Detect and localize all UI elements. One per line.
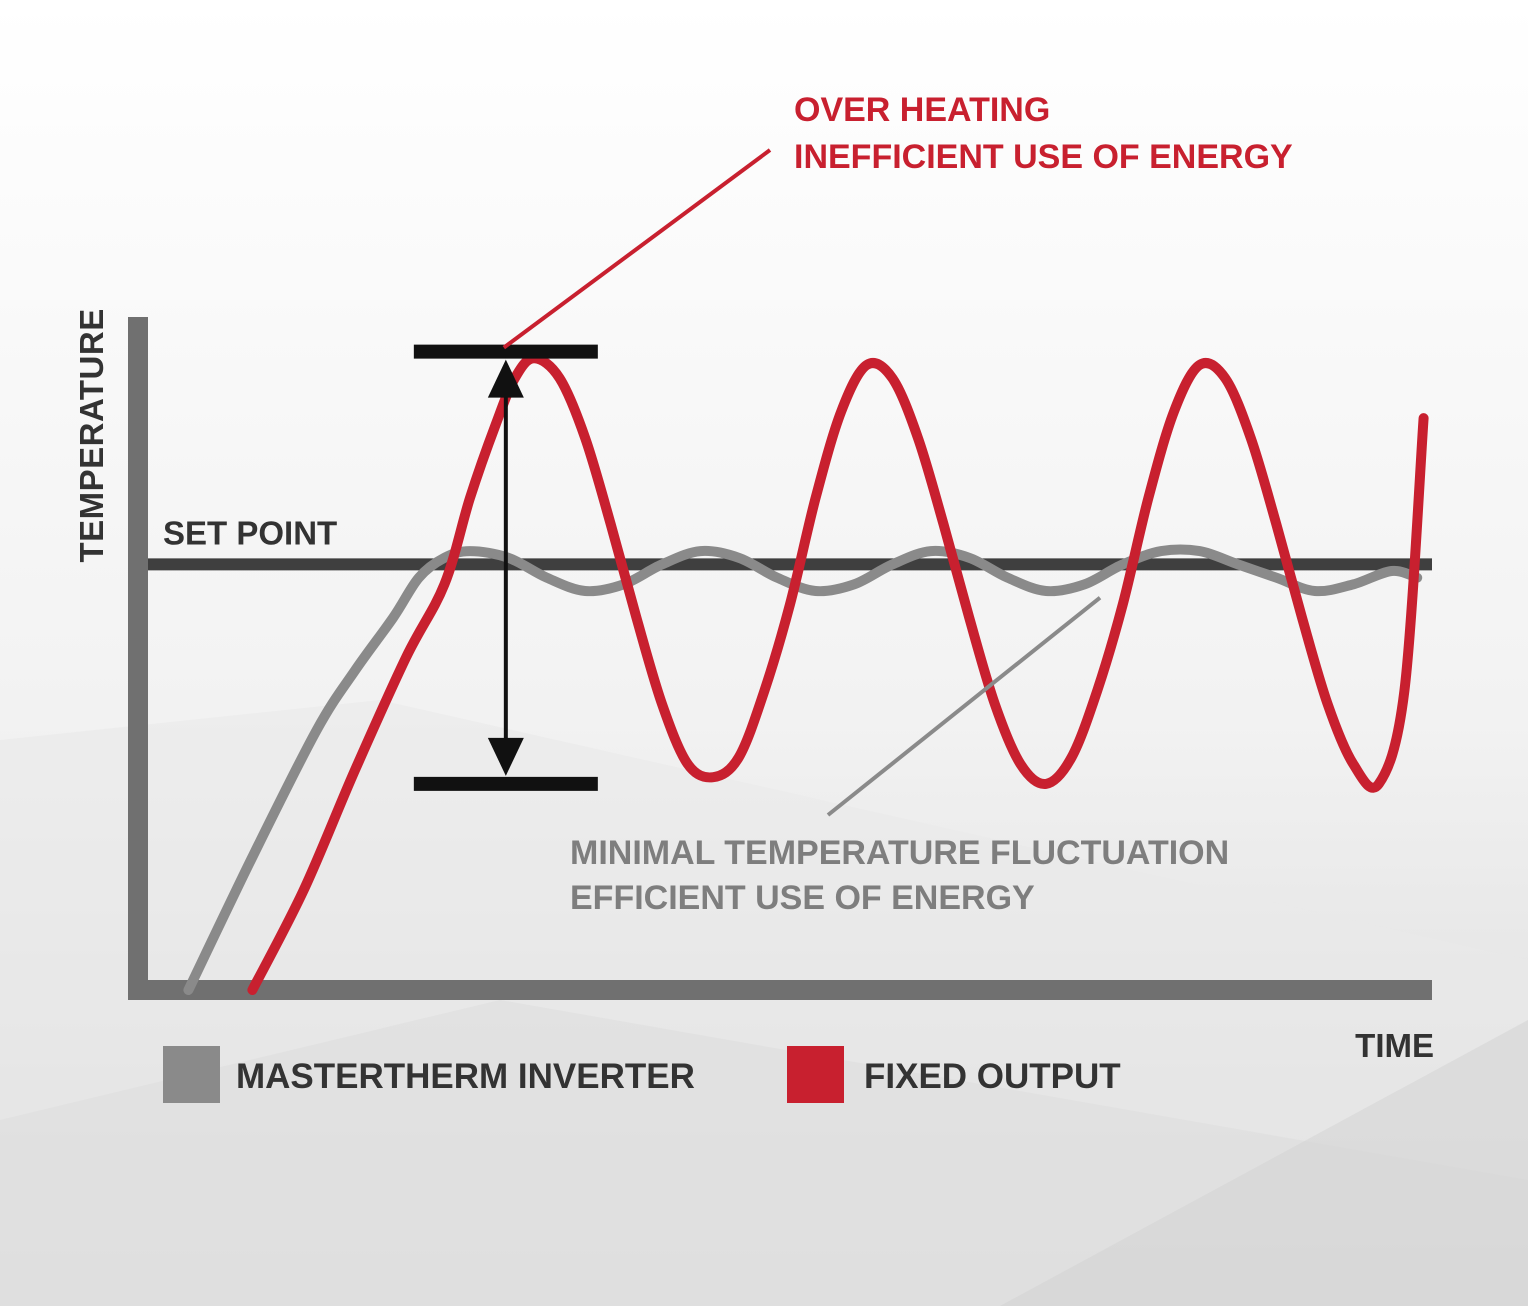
legend-label: FIXED OUTPUT [864, 1057, 1121, 1096]
annotation-text-fixed-output: OVER HEATING [794, 91, 1050, 129]
set-point-label: SET POINT [163, 514, 337, 551]
y-axis-label: TEMPERATURE [73, 308, 110, 562]
annotation-leader-inverter [826, 596, 1102, 817]
annotation-leader-fixed-output [502, 148, 772, 350]
legend: MASTERTHERM INVERTER FIXED OUTPUT [163, 1046, 1121, 1103]
legend-swatch [163, 1046, 220, 1103]
range-marker-arrow-up [487, 359, 524, 398]
annotation-text-inverter: MINIMAL TEMPERATURE FLUCTUATION [570, 834, 1229, 872]
range-marker [413, 344, 598, 791]
legend-swatch [787, 1046, 844, 1103]
range-marker-arrow-down [487, 737, 524, 776]
annotation-text-fixed-output: INEFFICIENT USE OF ENERGY [794, 138, 1293, 176]
set-point: SET POINT [148, 514, 1432, 571]
axes: TEMPERATURE TIME [73, 308, 1434, 1064]
legend-label: MASTERTHERM INVERTER [236, 1057, 695, 1096]
x-axis-label: TIME [1355, 1027, 1434, 1064]
background-facet [1000, 1020, 1528, 1306]
annotations: OVER HEATING INEFFICIENT USE OF ENERGY MIN… [502, 91, 1293, 917]
annotation-text-inverter: EFFICIENT USE OF ENERGY [570, 879, 1035, 917]
